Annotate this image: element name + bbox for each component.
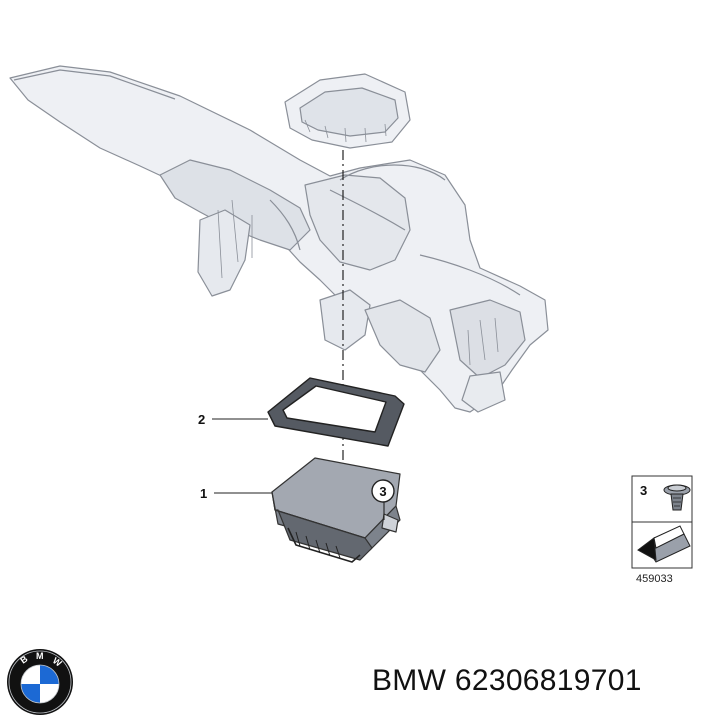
caption-brand: BMW <box>372 664 447 697</box>
direction-arrow-icon <box>637 525 691 563</box>
callout-1: 1 <box>200 486 272 501</box>
part-1-airbag-module <box>271 457 401 563</box>
legend-reference-code: 459033 <box>636 573 673 585</box>
callout-3: 3 <box>371 479 395 520</box>
part-2-frame <box>267 377 405 447</box>
legend-box: 3 459033 <box>631 475 693 585</box>
svg-text:M: M <box>36 651 44 661</box>
caption-part-number: 62306819701 <box>454 664 642 697</box>
bmw-logo-icon: B M W <box>7 649 73 715</box>
part-caption: BMW 62306819701 <box>372 664 712 698</box>
clip-screw-icon <box>663 484 691 511</box>
callout-2: 2 <box>198 412 268 427</box>
svg-text:B: B <box>18 653 29 665</box>
callout-2-label: 2 <box>198 412 205 427</box>
callout-1-label: 1 <box>200 486 207 501</box>
dashboard-panel <box>9 65 549 413</box>
legend-item-label: 3 <box>640 483 647 498</box>
instrument-hood-trim <box>284 73 411 149</box>
callout-3-label: 3 <box>379 484 386 499</box>
